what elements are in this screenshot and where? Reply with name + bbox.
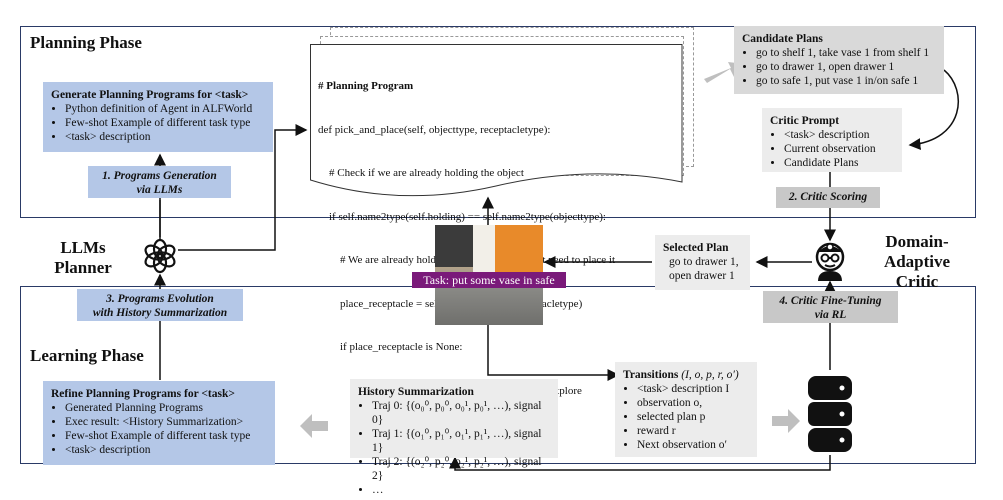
domain-critic-line1: Domain- xyxy=(885,232,949,251)
program-heading: # Planning Program xyxy=(318,80,414,92)
candidate-plan-item: go to safe 1, put vase 1 in/on safe 1 xyxy=(756,74,938,88)
llm-planner-line1: LLMs xyxy=(60,238,106,257)
critic-prompt-title: Critic Prompt xyxy=(770,115,840,127)
domain-critic-line3: Critic xyxy=(895,272,939,291)
learning-phase-title: Learning Phase xyxy=(30,346,144,365)
refine-item: Generated Planning Programs xyxy=(65,401,269,415)
refine-programs-box: Refine Planning Programs for <task> Gene… xyxy=(43,381,275,465)
history-item: Traj 0: {(o₀⁰, p₀⁰, o₀¹, p₀¹, …), signal… xyxy=(372,399,552,427)
planning-phase-title: Planning Phase xyxy=(30,33,142,52)
transition-item: Next observation o′ xyxy=(637,438,751,452)
history-summarization-box: History Summarization Traj 0: {(o₀⁰, p₀⁰… xyxy=(350,379,558,496)
refine-item: Few-shot Example of different task type xyxy=(65,429,269,443)
step3-line2: with History Summarization xyxy=(92,307,228,319)
step3-label: 3. Programs Evolution with History Summa… xyxy=(77,289,243,321)
selected-plan-item: open drawer 1 xyxy=(669,270,735,282)
generate-programs-box: Generate Planning Programs for <task> Py… xyxy=(43,82,273,152)
llm-planner-line2: Planner xyxy=(54,258,112,277)
step4-line2: via RL xyxy=(814,309,847,321)
transition-item: <task> description I xyxy=(637,382,751,396)
dark-cabinet xyxy=(435,225,475,267)
transitions-title: Transitions xyxy=(623,369,679,381)
critic-doctor-icon xyxy=(815,242,845,281)
history-title: History Summarization xyxy=(358,386,474,398)
transition-item: selected plan p xyxy=(637,410,751,424)
generate-item: Python definition of Agent in ALFWorld xyxy=(65,102,267,116)
program-line: # Check if we are already holding the ob… xyxy=(318,167,524,179)
step1-line2: via LLMs xyxy=(136,184,183,196)
step3-line1: 3. Programs Evolution xyxy=(106,293,214,305)
refine-programs-title: Refine Planning Programs for <task> xyxy=(51,388,235,400)
selected-plan-item: go to drawer 1, xyxy=(669,256,739,268)
generate-programs-title: Generate Planning Programs for <task> xyxy=(51,89,249,101)
program-line: def pick_and_place(self, objecttype, rec… xyxy=(318,123,551,136)
generate-item: <task> description xyxy=(65,130,267,144)
domain-critic-label: Domain- Adaptive Critic xyxy=(862,232,972,292)
refine-item: <task> description xyxy=(65,443,269,457)
candidate-plan-item: go to shelf 1, take vase 1 from shelf 1 xyxy=(756,46,938,60)
candidate-plans-box: Candidate Plans go to shelf 1, take vase… xyxy=(734,26,944,94)
llm-planner-label: LLMs Planner xyxy=(44,238,122,278)
refine-item: Exec result: <History Summarization> xyxy=(65,415,269,429)
database-icon xyxy=(808,376,852,452)
history-item: Traj 2: {(o₂⁰, p₂⁰, o₂¹, p₂¹, …), signal… xyxy=(372,455,552,483)
step4-label: 4. Critic Fine-Tuning via RL xyxy=(763,291,898,323)
history-item: Traj 1: {(o₁⁰, p₁⁰, o₁¹, p₁¹, …), signal… xyxy=(372,427,552,455)
step4-line1: 4. Critic Fine-Tuning xyxy=(779,295,882,307)
transition-item: reward r xyxy=(637,424,751,438)
step1-label: 1. Programs Generation via LLMs xyxy=(88,166,231,198)
transition-item: observation o, xyxy=(637,396,751,410)
program-line: if place_receptacle is None: xyxy=(318,341,463,353)
program-line: if self.name2type(self.holding) == self.… xyxy=(318,210,606,223)
white-trim xyxy=(473,225,495,285)
selected-plan-title: Selected Plan xyxy=(663,242,729,254)
critic-prompt-item: <task> description xyxy=(784,128,896,142)
selected-plan-box: Selected Plan go to drawer 1, open drawe… xyxy=(655,235,750,290)
history-item: … xyxy=(372,483,552,497)
program-document xyxy=(310,44,683,197)
llm-logo-icon xyxy=(144,238,176,274)
critic-prompt-item: Candidate Plans xyxy=(784,156,896,170)
task-banner: Task: put some vase in safe xyxy=(412,272,566,288)
critic-prompt-box: Critic Prompt <task> description Current… xyxy=(762,108,902,172)
critic-prompt-item: Current observation xyxy=(784,142,896,156)
step2-label: 2. Critic Scoring xyxy=(776,187,880,208)
domain-critic-line2: Adaptive xyxy=(883,252,951,271)
candidate-plan-item: go to drawer 1, open drawer 1 xyxy=(756,60,938,74)
generate-item: Few-shot Example of different task type xyxy=(65,116,267,130)
candidate-plans-title: Candidate Plans xyxy=(742,33,823,45)
transitions-tuple: (I, o, p, r, o′) xyxy=(681,369,739,381)
transitions-box: Transitions (I, o, p, r, o′) <task> desc… xyxy=(615,362,757,457)
step1-line1: 1. Programs Generation xyxy=(102,170,217,182)
